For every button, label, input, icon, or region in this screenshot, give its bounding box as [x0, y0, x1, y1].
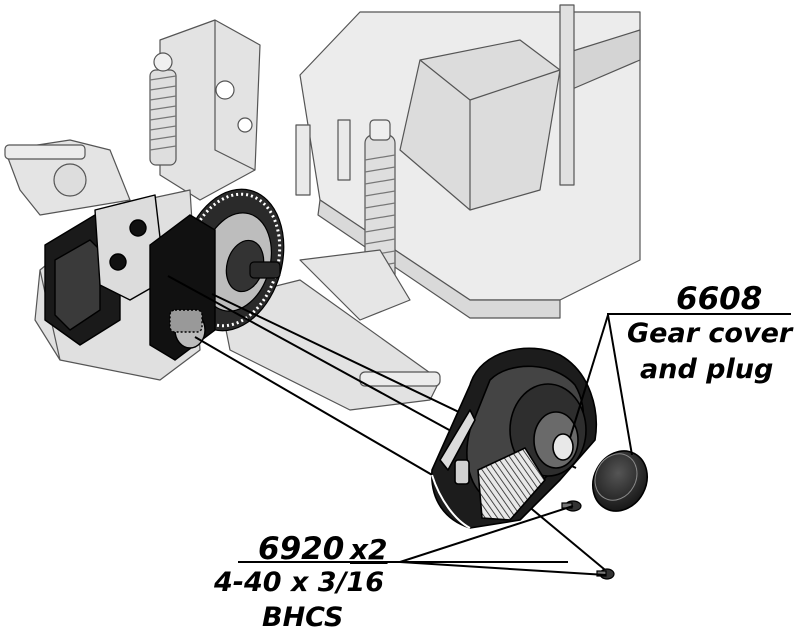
- gear-cover-part-number: 6608: [676, 281, 763, 317]
- screw-part-number: 6920: [258, 531, 345, 567]
- gearbox-plate: [149, 214, 216, 361]
- screw-quantity-text: x2: [350, 533, 388, 566]
- screw-quantity: x2: [350, 536, 388, 564]
- motor: [44, 194, 166, 346]
- rear-shock: [149, 52, 177, 166]
- screw-description-line1: 4-40 x 3/16: [214, 567, 385, 598]
- callout-lines: [238, 313, 791, 576]
- gear-cover-plug: [592, 450, 648, 512]
- screw-description-line2: BHCS: [262, 602, 344, 633]
- gear-cover-description-line2: and plug: [640, 354, 774, 385]
- gear-cover: [431, 347, 598, 529]
- gear-cover-description-line1: Gear cover: [627, 318, 793, 349]
